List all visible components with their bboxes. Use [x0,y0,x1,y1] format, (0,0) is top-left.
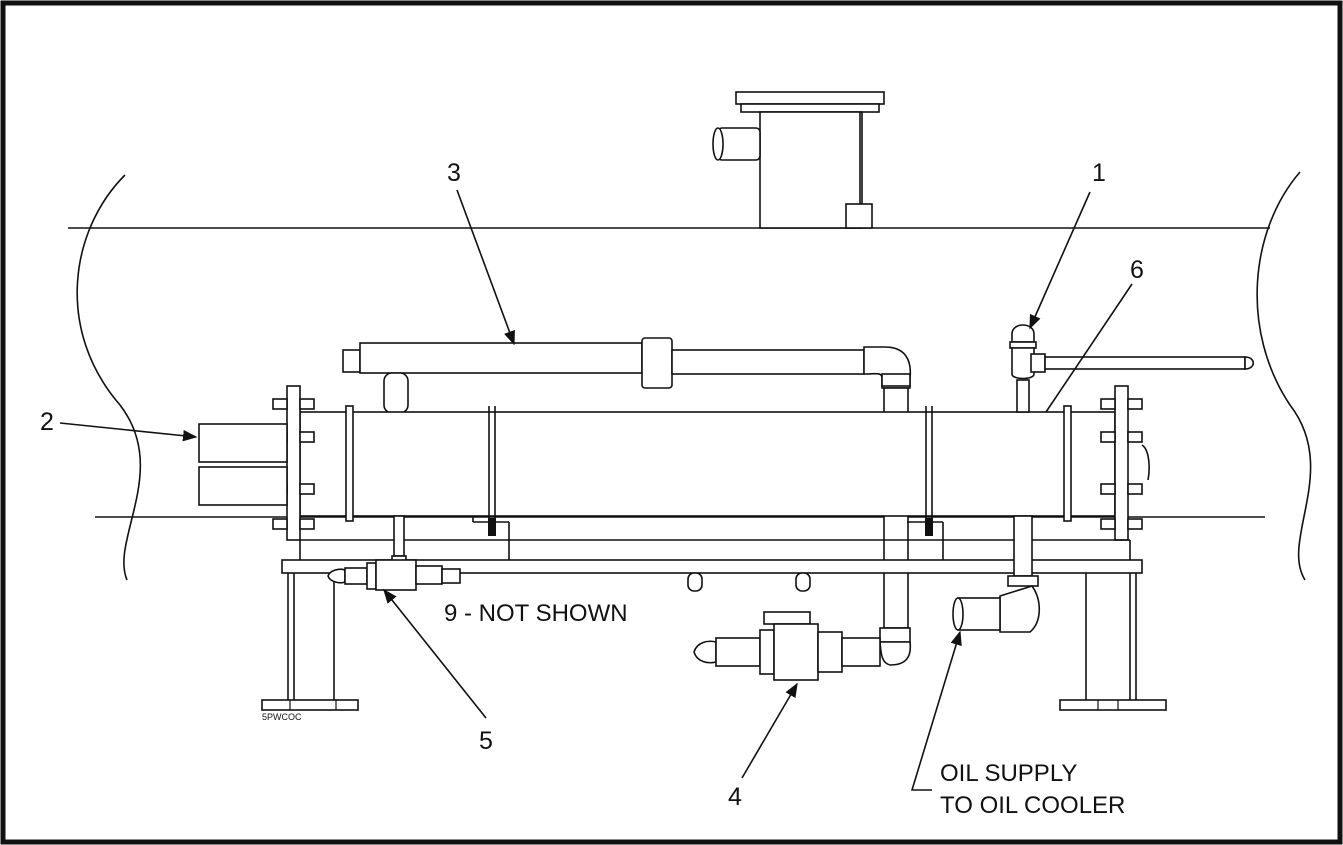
item-2-head [198,423,288,506]
leader-3 [456,189,515,346]
item-1-valve [1009,324,1255,413]
note-not-shown: 9 - NOT SHOWN [444,600,628,627]
support-frame [261,516,1167,711]
callout-2: 2 [40,408,54,436]
item-4-valve [693,611,881,681]
top-nozzle [712,91,885,229]
callout-1: 1 [1092,159,1106,187]
oil-supply-pipe [952,515,1041,633]
drawing-code: 5PWCOC [262,712,302,722]
leader-oil-supply [910,630,962,791]
leader-lines [59,189,1133,791]
leader-4 [741,682,798,779]
note-oil-supply-line1: OIL SUPPLY [940,760,1077,787]
item-3-pipe [342,337,912,414]
leader-2 [59,422,198,442]
heat-exchanger-shell [272,385,1150,541]
callout-6: 6 [1130,256,1144,284]
item-5-valve [327,515,461,591]
callout-3: 3 [447,159,461,187]
leader-1 [1029,191,1091,330]
callout-4: 4 [728,783,742,811]
callout-5: 5 [479,727,493,755]
leader-5 [383,588,487,719]
note-oil-supply-line2: TO OIL COOLER [940,792,1125,819]
leader-6 [1045,283,1133,413]
